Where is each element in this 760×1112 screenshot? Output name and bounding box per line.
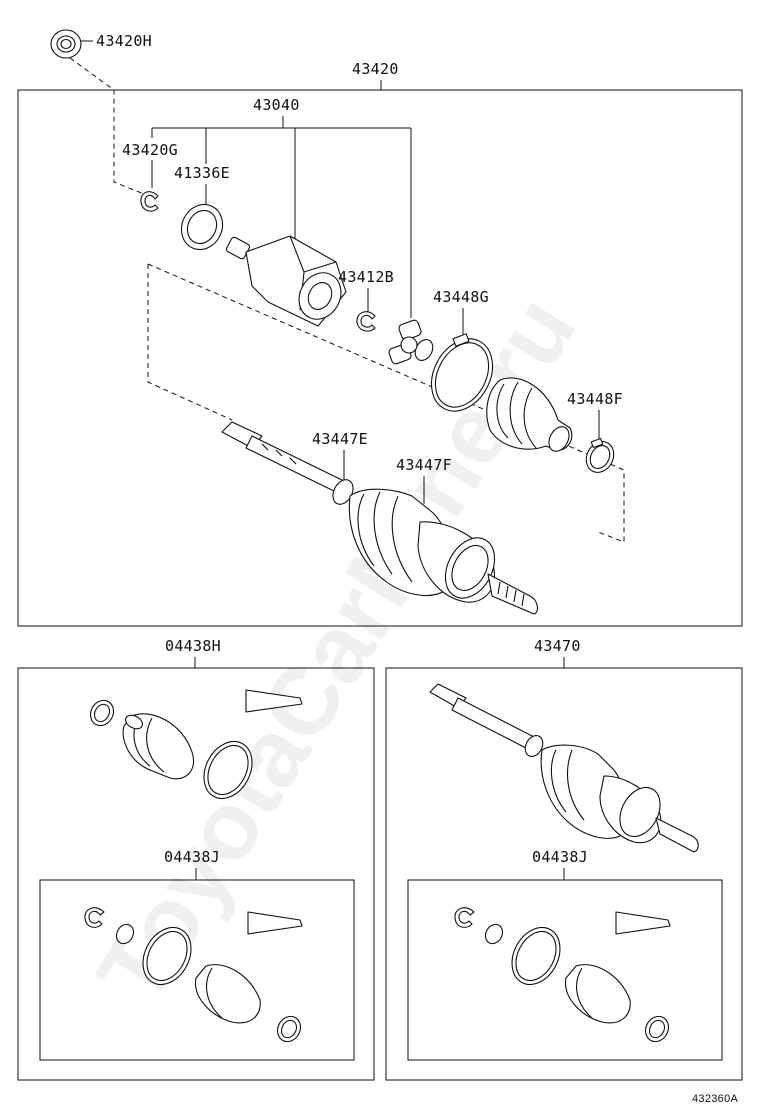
- kit-04438J-left-parts[interactable]: [84, 907, 305, 1046]
- snap-ring-43412B[interactable]: [356, 311, 376, 332]
- label-43040[interactable]: 43040: [253, 96, 300, 114]
- band-clamp-43448F[interactable]: [581, 437, 619, 477]
- label-04438J-right[interactable]: 04438J: [532, 848, 588, 866]
- kit-04438H-parts[interactable]: [86, 689, 303, 807]
- inner-boot[interactable]: [486, 377, 573, 455]
- label-43448F[interactable]: 43448F: [567, 390, 623, 408]
- label-43447F[interactable]: 43447F: [396, 456, 452, 474]
- joint-housing-43040[interactable]: [225, 235, 349, 327]
- tripod-joint[interactable]: [388, 319, 436, 365]
- frame-43470: [385, 667, 743, 1081]
- label-43447E[interactable]: 43447E: [312, 430, 368, 448]
- label-43420G[interactable]: 43420G: [122, 141, 178, 159]
- label-43420[interactable]: 43420: [352, 60, 399, 78]
- figure-id: 432360A: [692, 1093, 739, 1105]
- label-41336E[interactable]: 41336E: [174, 164, 230, 182]
- ring-41336E[interactable]: [174, 198, 230, 257]
- frame-04438H: [17, 667, 375, 1081]
- band-clamp-43448G[interactable]: [419, 328, 504, 421]
- oil-seal-43420H[interactable]: [50, 29, 82, 59]
- drive-shaft-assembly[interactable]: [221, 421, 539, 615]
- label-04438J-left[interactable]: 04438J: [164, 848, 220, 866]
- label-43470[interactable]: 43470: [534, 637, 581, 655]
- snap-ring-43420G[interactable]: [140, 191, 159, 212]
- label-43420H[interactable]: 43420H: [96, 32, 152, 50]
- label-43412B[interactable]: 43412B: [338, 268, 394, 286]
- label-04438H[interactable]: 04438H: [165, 637, 221, 655]
- frame-04438J-left: [39, 879, 355, 1061]
- frame-43420: [17, 89, 743, 627]
- label-43448G[interactable]: 43448G: [433, 288, 489, 306]
- kit-04438J-right-parts[interactable]: [454, 907, 673, 1046]
- frame-04438J-right: [407, 879, 723, 1061]
- drive-shaft-43470[interactable]: [429, 683, 699, 853]
